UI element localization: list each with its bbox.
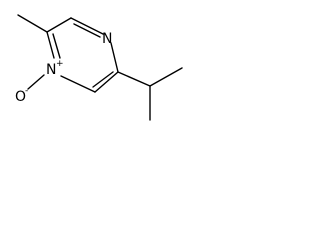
bond-c-iso-to-ch-bottom-inner xyxy=(92,71,114,88)
nitrogen-positive-charge: + xyxy=(56,59,64,69)
bond-c-iso-to-ch-bottom xyxy=(94,71,119,93)
bond-ch-to-n-top xyxy=(70,17,104,35)
bond-n-top-to-c-iso xyxy=(110,42,119,73)
oxygen-negative-charge: - xyxy=(25,86,28,96)
bond-isopropyl-methyl-upper xyxy=(149,67,183,87)
bond-ring-to-isopropyl-ch xyxy=(117,71,151,87)
oxygen-label: O xyxy=(15,89,26,105)
nitrogen-label-top: N xyxy=(102,31,112,47)
pyrazine-n-oxide-structure: N N + O - xyxy=(15,14,183,121)
bond-n-oxide-to-c-ch3 xyxy=(46,31,55,59)
bond-c-ch3-to-ch xyxy=(46,17,72,33)
bond-ch-to-n-top-inner xyxy=(73,23,101,38)
bond-n-oxide-to-c-ch3-inner xyxy=(52,33,61,59)
bond-ch-bottom-to-n-oxide xyxy=(60,75,96,93)
nitrogen-label-oxide: N xyxy=(46,62,56,78)
bond-n-to-o xyxy=(27,74,45,90)
bond-methyl xyxy=(17,14,48,33)
